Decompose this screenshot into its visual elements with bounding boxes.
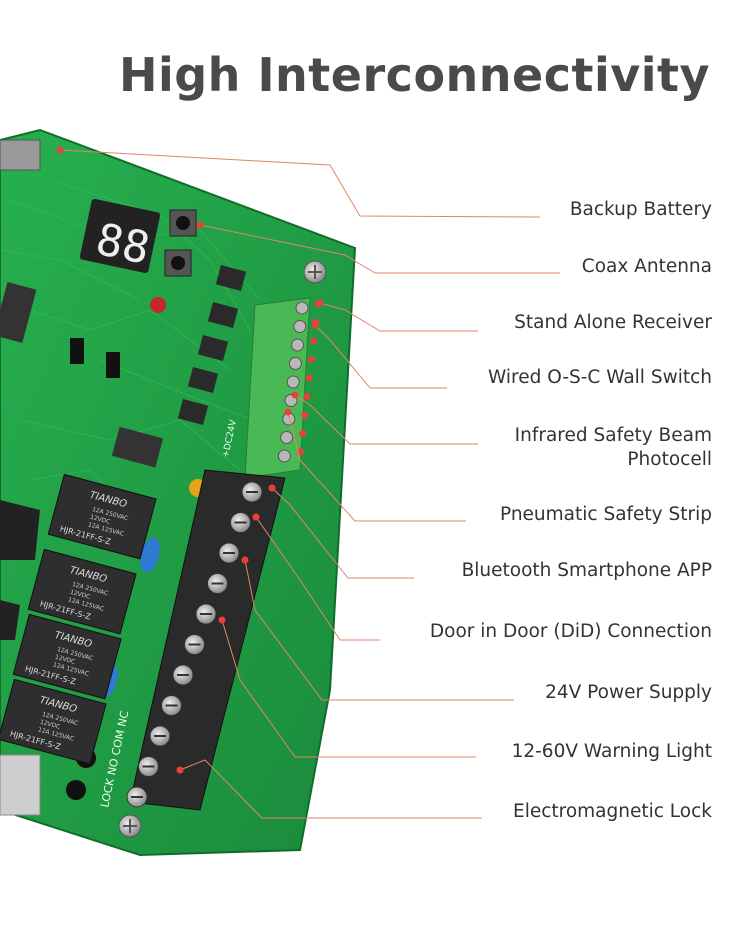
connection-point-led (218, 616, 226, 624)
callout-stand-alone-receiver: Stand Alone Receiver (514, 311, 712, 335)
callout-label: 24V Power Supply (545, 682, 712, 703)
callout-electromagnetic-lock: Electromagnetic Lock (513, 800, 712, 824)
callout-label: Stand Alone Receiver (514, 312, 712, 333)
terminal-screw (288, 357, 302, 370)
connection-point-led (316, 299, 324, 307)
callout-12-60v-warning-light: 12-60V Warning Light (512, 740, 712, 764)
leader-lines (56, 146, 560, 819)
leader-line (179, 759, 482, 819)
status-led (301, 411, 309, 419)
terminal-screw (280, 431, 294, 444)
leader-line (271, 487, 414, 579)
callout-label: Infrared Safety Beam (514, 425, 712, 446)
terminal-screw (291, 338, 305, 352)
leader-line (59, 149, 541, 218)
leader-line (319, 302, 478, 332)
callout-label: Door in Door (DiD) Connection (429, 621, 712, 642)
terminal-screw (277, 449, 291, 463)
status-led (303, 393, 311, 400)
terminal-screw (293, 320, 307, 333)
status-led (299, 430, 307, 437)
black-terminal-block (126, 469, 286, 811)
connection-point-led (311, 321, 319, 329)
connection-point-led (176, 766, 184, 774)
connection-point-led (252, 513, 260, 521)
connection-point-led (241, 556, 249, 564)
status-led (310, 337, 318, 345)
connection-point-led (56, 146, 64, 154)
status-led (305, 374, 313, 382)
terminal-screw (286, 375, 300, 389)
callout-coax-antenna: Coax Antenna (582, 255, 712, 279)
callout-label: Wired O-S-C Wall Switch (488, 367, 712, 388)
callout-label: 12-60V Warning Light (511, 741, 712, 762)
callout-label: Electromagnetic Lock (513, 801, 712, 822)
leader-line (244, 559, 514, 701)
svg-text:88: 88 (92, 214, 154, 275)
connection-point-led (291, 391, 299, 399)
callout-door-in-door-did-connection: Door in Door (DiD) Connection (430, 620, 712, 644)
callout-label-line2: Photocell (627, 449, 712, 470)
callout-wired-o-s-c-wall-switch: Wired O-S-C Wall Switch (488, 366, 712, 390)
callout-label: Backup Battery (569, 199, 712, 220)
callout-label: Bluetooth Smartphone APP (461, 560, 712, 581)
leader-line (314, 324, 447, 389)
status-led (307, 356, 315, 363)
callout-label: Coax Antenna (581, 256, 712, 277)
callout-pneumatic-safety-strip: Pneumatic Safety Strip (500, 503, 712, 527)
callout-bluetooth-smartphone-app: Bluetooth Smartphone APP (462, 559, 712, 583)
terminal-screw (295, 301, 309, 315)
leader-line (199, 224, 560, 274)
connection-point-led (268, 484, 276, 492)
page-title: High Interconnectivity (118, 48, 710, 102)
connection-point-led (284, 408, 292, 416)
callout-label: Pneumatic Safety Strip (499, 504, 712, 525)
callout-24v-power-supply: 24V Power Supply (545, 681, 712, 705)
leader-line (294, 394, 478, 445)
leader-line (287, 411, 466, 522)
circuit-board: 88 (0, 128, 357, 857)
leader-line (221, 619, 476, 758)
leader-line (255, 516, 380, 641)
callout-backup-battery: Backup Battery (570, 198, 712, 222)
connection-point-led (196, 221, 204, 229)
